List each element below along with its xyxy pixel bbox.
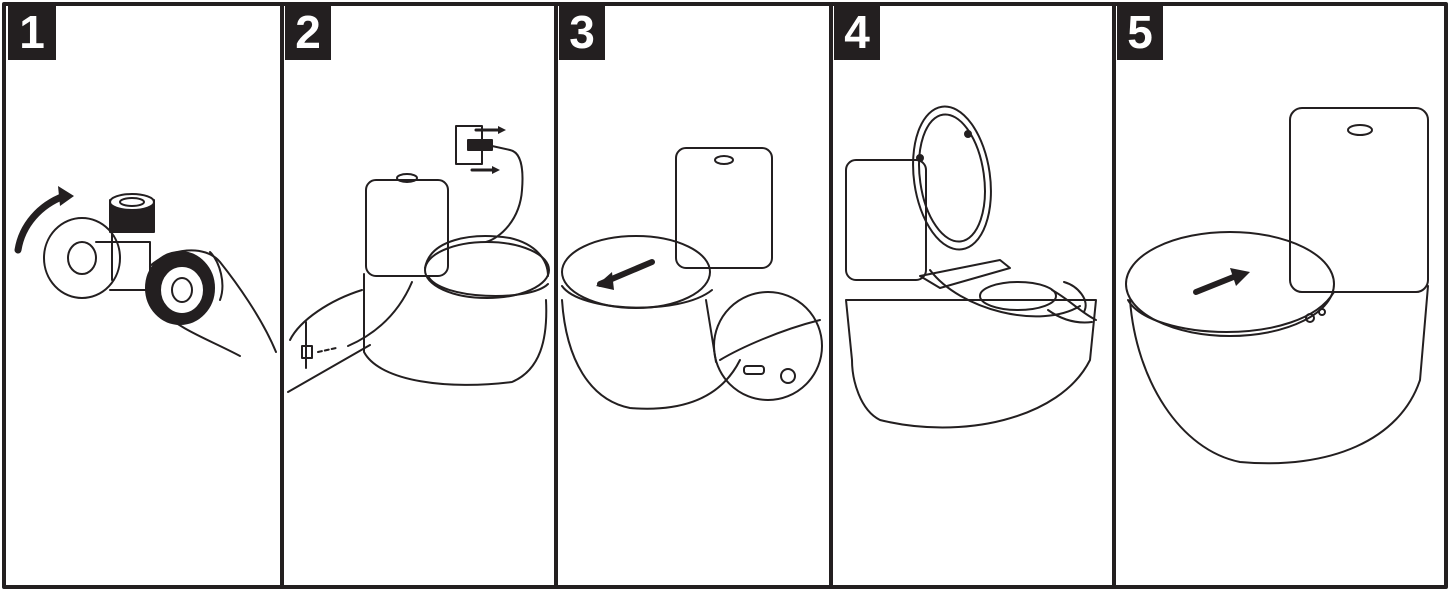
- step-5-number: 5: [1117, 4, 1163, 60]
- step-2-number: 2: [285, 4, 331, 60]
- step-1-number: 1: [8, 4, 56, 60]
- seat-slide-off-icon: [561, 147, 823, 410]
- step-4-number: 4: [834, 4, 880, 60]
- valve-turn-icon: [14, 186, 277, 357]
- clean-bracket-icon: [845, 105, 1097, 429]
- seat-slide-on-icon: [1125, 107, 1429, 465]
- step-3-number: 3: [559, 4, 605, 60]
- plug-and-hose-icon: [287, 125, 550, 393]
